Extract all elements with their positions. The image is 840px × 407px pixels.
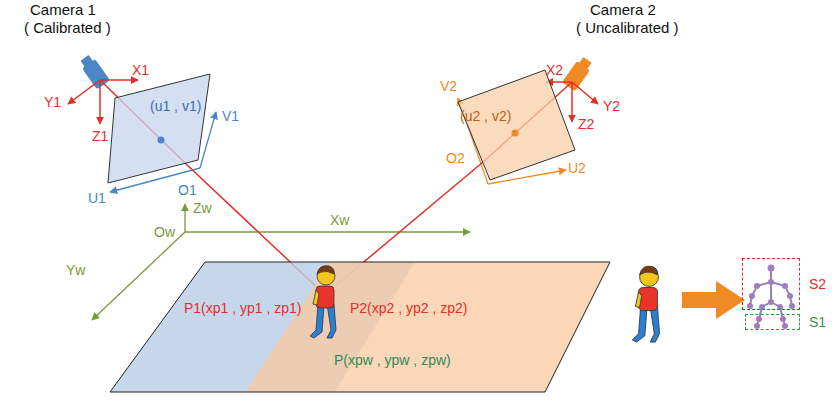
camera-title: Camera 1 [30,2,96,18]
axis-label: O2 [446,150,465,166]
ground-plane: P1(xp1 , yp1 , zp1) P2(xp2 , yp2 , zp2) P(… [110,262,610,392]
person-figure [632,266,659,342]
keypoint-group: S2 [742,258,800,310]
axis-label: Y2 [603,98,620,114]
image-plane-outline [104,70,216,186]
axis-label: Yw [66,262,85,278]
group-label: S2 [809,276,826,292]
axis-label: X1 [132,62,149,78]
camera-subtitle: ( Uncalibrated ) [576,20,679,36]
axis-label: U1 [88,190,106,206]
transform-arrow [682,281,745,319]
image-plane: (u1 , v1) [104,70,216,186]
keypoint-group: S1 [745,314,800,330]
axis-label: V2 [440,78,457,94]
group-label: S1 [809,314,826,330]
camera-subtitle: ( Calibrated ) [24,20,111,36]
skeleton [747,265,795,330]
point-label: (u2 , v2) [460,108,511,124]
axis-label: X2 [546,62,563,78]
person-figure [310,266,336,338]
axis-label: Z1 [92,128,108,144]
axis-label: U2 [568,160,586,176]
point-label: P1(xp1 , yp1 , zp1) [184,300,302,316]
image-plane: (u2 , v2) [454,66,580,184]
axis-label: Zw [193,200,212,216]
axis-label: Xw [330,212,349,228]
axis-label: Z2 [578,116,594,132]
point-label: P2(xp2 , yp2 , zp2) [350,300,468,316]
point-label: (u1 , v1) [150,98,201,114]
image-plane-outline [454,66,580,184]
axis-label: Ow [154,224,175,240]
axis-label: Y1 [44,94,61,110]
ground-plane-outline [110,262,610,392]
point-label: P(xpw , ypw , zpw) [334,352,451,368]
camera-title: Camera 2 [590,2,656,18]
axis-label: V1 [222,108,239,124]
axis-label: O1 [178,182,197,198]
